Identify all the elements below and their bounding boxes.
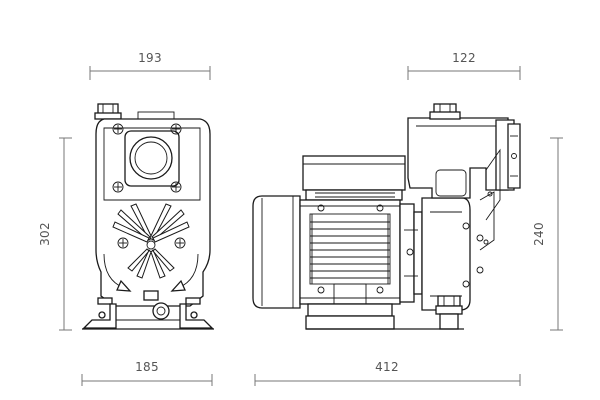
flange-bolts (112, 123, 186, 249)
dimension-185: 185 (81, 360, 213, 386)
inlet-port (124, 130, 180, 187)
pump-side-view (252, 103, 521, 330)
motor-fan-cover (252, 195, 301, 309)
dimension-label-185: 185 (135, 360, 159, 374)
filler-cap (94, 103, 122, 120)
outlet-flange (479, 119, 521, 251)
pump-front-view (82, 103, 214, 330)
motor-flange (399, 203, 423, 303)
dimension-240: 240 (532, 137, 563, 331)
pump-casing-side (407, 117, 509, 311)
motor-body (299, 199, 401, 305)
filler-cap-side (429, 103, 461, 120)
dimension-label-193: 193 (138, 51, 162, 65)
front-feet (82, 297, 214, 330)
dimension-label-302: 302 (38, 222, 52, 246)
rotation-arrows (103, 253, 199, 292)
dimension-label-412: 412 (375, 360, 399, 374)
dimension-label-240: 240 (532, 222, 546, 246)
pump-foot-side (306, 295, 464, 330)
terminal-box (302, 155, 406, 201)
dimension-label-122: 122 (452, 51, 476, 65)
motor-base (305, 283, 395, 330)
drain-plug (143, 290, 170, 320)
dimension-193: 193 (89, 51, 211, 80)
ribbed-guard (112, 203, 190, 279)
dimension-122: 122 (407, 51, 521, 80)
dimension-412: 412 (254, 360, 521, 386)
dimension-302: 302 (38, 137, 72, 331)
